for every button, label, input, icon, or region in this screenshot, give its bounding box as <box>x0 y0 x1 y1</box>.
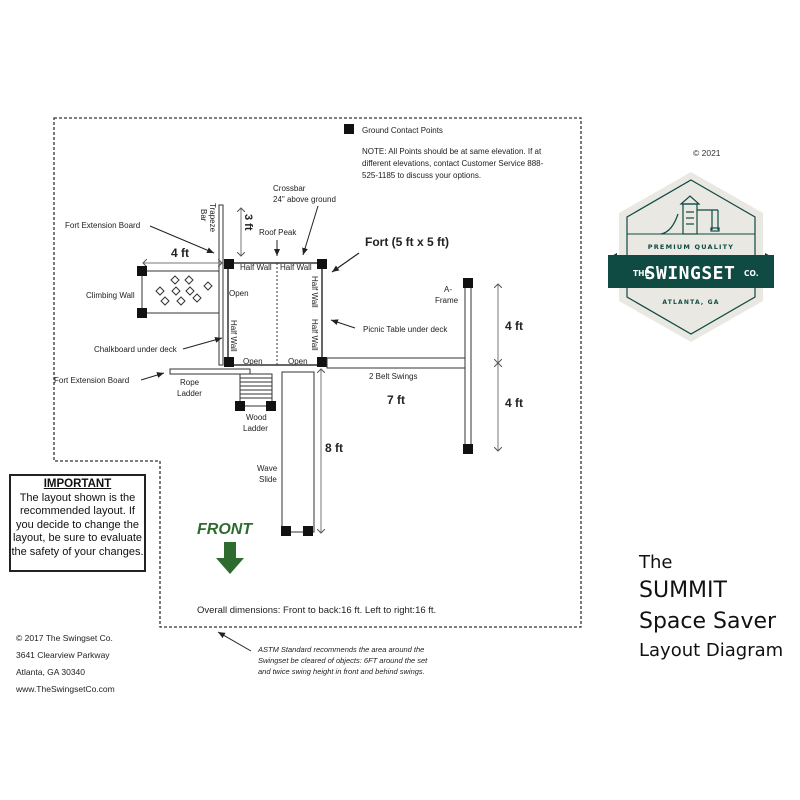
ground-contact-point <box>235 401 245 411</box>
chalkboard-arrow <box>182 337 223 350</box>
address-line-1: © 2017 The Swingset Co. <box>16 633 113 643</box>
half-wall-label: Half Wall <box>310 276 319 308</box>
logo-location: ATLANTA, GA <box>662 299 719 306</box>
open-label: Open <box>243 357 263 366</box>
wood-ladder-sublabel: Ladder <box>243 424 268 433</box>
trapeze-bar <box>218 204 224 366</box>
fort-title: Fort (5 ft x 5 ft) <box>365 235 449 249</box>
a-frame-lower-dimension-label: 4 ft <box>505 396 523 410</box>
climbing-wall-dimension-label: 4 ft <box>171 246 189 260</box>
important-heading: IMPORTANT <box>43 478 112 490</box>
crossbar-label: Crossbar <box>273 184 306 193</box>
a-frame <box>464 282 472 450</box>
fort-extension-board <box>169 368 251 375</box>
ground-contact-point <box>224 259 234 269</box>
ground-contact-point <box>317 259 327 269</box>
swingset-logo: PREMIUM QUALITY THE SWINGSET CO. ATLANTA… <box>608 172 774 342</box>
ground-contact-point <box>463 278 473 288</box>
address-website: www.TheSwingsetCo.com <box>16 684 115 694</box>
wave-slide-sublabel: Slide <box>259 475 277 484</box>
astm-arrow <box>217 631 252 652</box>
clearance-boundary <box>53 117 582 628</box>
logo-the: THE <box>633 269 650 278</box>
ground-contact-point <box>303 526 313 536</box>
half-wall-label: Half Wall <box>240 263 272 272</box>
ground-contact-point <box>317 357 327 367</box>
half-wall-label: Half Wall <box>229 320 238 352</box>
ground-contact-point <box>224 357 234 367</box>
address-line-2: 3641 Clearview Parkway <box>16 650 110 660</box>
ground-contact-point <box>137 308 147 318</box>
important-notice: IMPORTANT The layout shown is the recomm… <box>9 474 146 572</box>
climbing-wall <box>141 270 220 314</box>
trapeze-bar-label: TrapezeBar <box>199 203 217 233</box>
crossbar-sublabel: 24" above ground <box>273 195 336 204</box>
logo-premium-quality: PREMIUM QUALITY <box>648 243 734 251</box>
ground-contact-legend-label: Ground Contact Points <box>362 126 443 135</box>
open-label: Open <box>288 357 308 366</box>
logo-co: CO. <box>744 269 759 278</box>
overall-dimensions: Overall dimensions: Front to back:16 ft.… <box>197 605 436 616</box>
logo-copyright: © 2021 <box>693 148 721 158</box>
chalkboard-label: Chalkboard under deck <box>94 345 178 354</box>
important-body: The layout shown is the recommended layo… <box>11 491 144 558</box>
a-frame-label: A- <box>444 285 452 294</box>
logo-brand: SWINGSET <box>645 263 736 284</box>
note-line-1: NOTE: All Points should be at same eleva… <box>362 147 542 156</box>
rope-ladder-sublabel: Ladder <box>177 389 202 398</box>
playset-icon <box>660 195 720 235</box>
ground-contact-point <box>266 401 276 411</box>
ground-contact-point <box>281 526 291 536</box>
company-address: © 2017 The Swingset Co. 3641 Clearview P… <box>16 630 115 698</box>
note-line-3: 525-1185 to discuss your options. <box>362 171 481 180</box>
wave-slide <box>281 371 315 533</box>
slide-dimension-label: 8 ft <box>325 441 343 455</box>
title-line-1: The <box>639 552 673 573</box>
diagram-title-block: The SUMMIT Space Saver Layout Diagram <box>639 551 783 665</box>
wood-ladder-label: Wood <box>246 413 267 422</box>
rope-ladder-label: Rope <box>180 378 200 387</box>
ground-contact-legend-icon <box>344 124 354 134</box>
title-line-4: Layout Diagram <box>639 640 784 661</box>
swing-dimension-label: 7 ft <box>387 393 405 407</box>
climbing-holds <box>155 275 213 306</box>
front-label: FRONT <box>197 521 253 538</box>
picnic-table-arrow <box>330 319 356 329</box>
roof-peak-label: Roof Peak <box>259 228 297 237</box>
title-line-3: Space Saver <box>639 609 777 634</box>
belt-swings-label: 2 Belt Swings <box>369 372 417 381</box>
half-wall-label: Half Wall <box>280 263 312 272</box>
fort-extension-board-top-arrow <box>149 225 215 254</box>
half-wall-label: Half Wall <box>310 319 319 351</box>
fort-extension-board-top-label: Fort Extension Board <box>65 221 140 230</box>
front-arrow-icon <box>216 542 244 574</box>
title-line-2: SUMMIT <box>639 578 727 603</box>
wave-slide-label: Wave <box>257 464 278 473</box>
astm-line-3: and twice swing height in front and behi… <box>258 667 425 676</box>
swing-beam <box>326 357 466 369</box>
fort-deck <box>227 262 323 366</box>
note-line-2: different elevations, contact Customer S… <box>362 159 544 168</box>
picnic-table-label: Picnic Table under deck <box>363 325 448 334</box>
address-line-3: Atlanta, GA 30340 <box>16 667 85 677</box>
ground-contact-point <box>463 444 473 454</box>
astm-line-1: ASTM Standard recommends the area around… <box>257 645 424 654</box>
a-frame-sublabel: Frame <box>435 296 459 305</box>
logo-ribbon <box>608 255 774 288</box>
open-label: Open <box>229 289 249 298</box>
fort-title-arrow <box>331 252 360 273</box>
climbing-wall-label: Climbing Wall <box>86 291 135 300</box>
ground-contact-point <box>137 266 147 276</box>
astm-line-2: Swingset be cleared of objects: 6FT arou… <box>258 656 428 665</box>
wood-ladder <box>239 373 273 407</box>
a-frame-upper-dimension-label: 4 ft <box>505 319 523 333</box>
fort-extension-board-bottom-label: Fort Extension Board <box>54 376 129 385</box>
crossbar-arrow <box>302 205 319 256</box>
fort-extension-board-bottom-arrow <box>140 372 165 381</box>
trapeze-dimension-label: 3 ft <box>242 214 254 231</box>
